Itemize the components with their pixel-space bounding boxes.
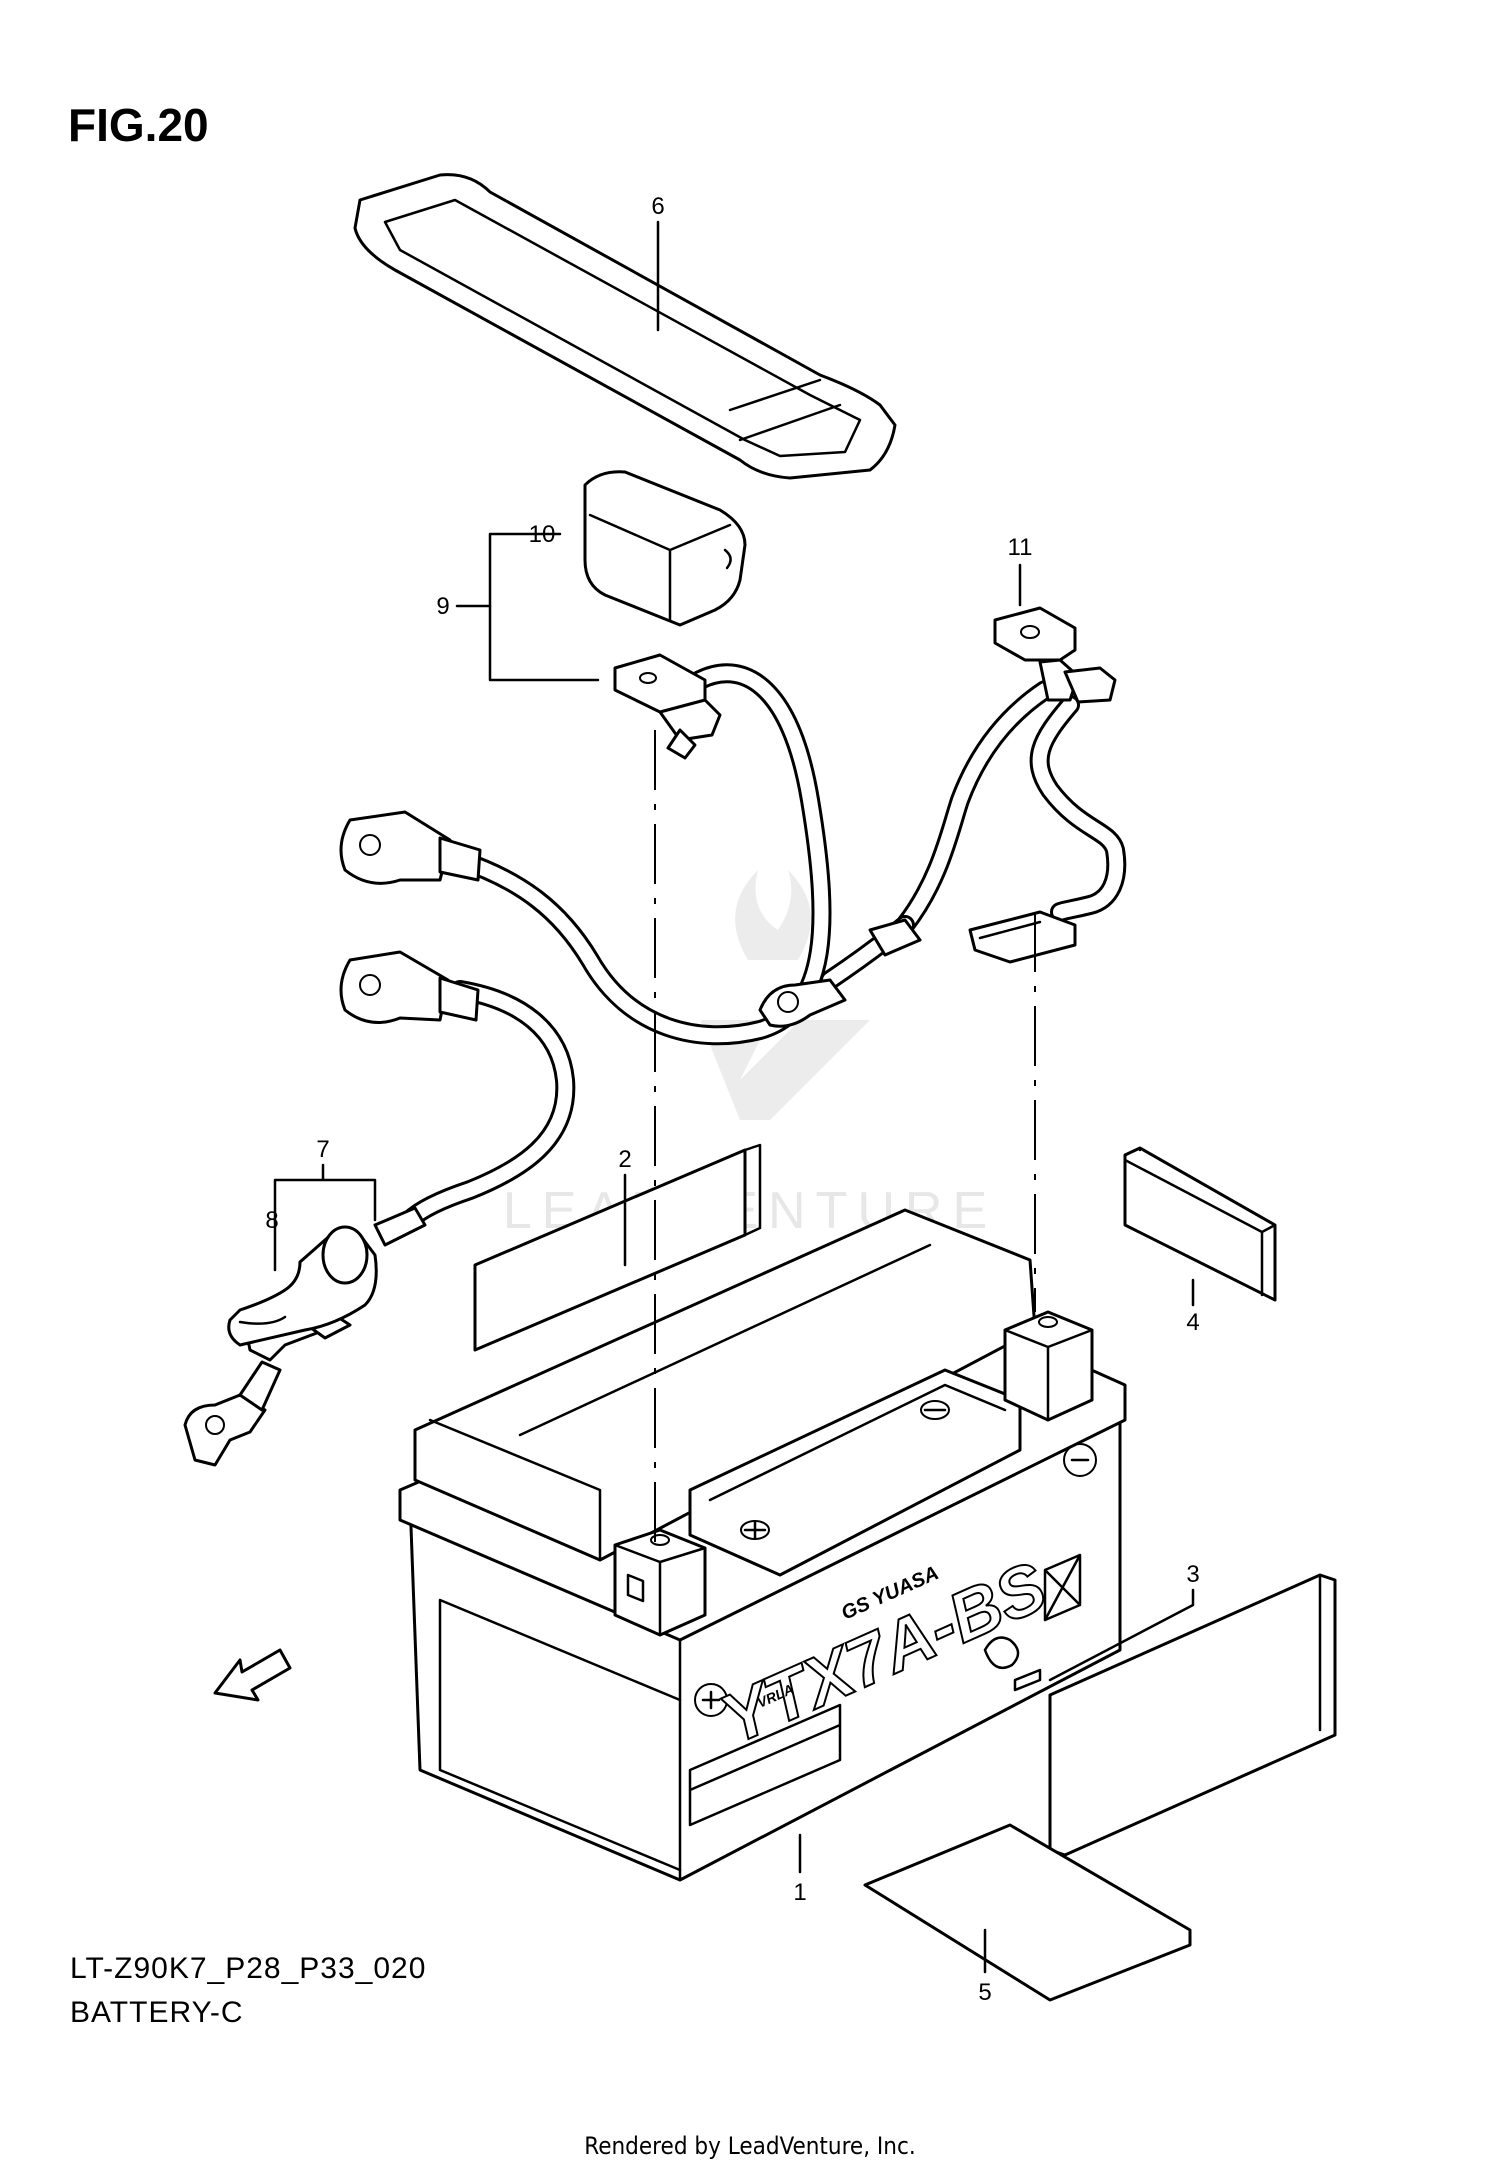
part-5-pad[interactable] <box>863 1823 1192 2002</box>
footer-credit: Rendered by LeadVenture, Inc. <box>584 2132 916 2160</box>
assembly-name: BATTERY-C <box>70 1996 244 2029</box>
callout-11[interactable]: 11 <box>1008 534 1033 561</box>
part-8-terminal-boot[interactable] <box>183 1225 378 1467</box>
callout-4[interactable]: 4 <box>1186 1309 1199 1336</box>
callout-3[interactable]: 3 <box>1186 1561 1199 1588</box>
callout-1[interactable]: 1 <box>793 1879 806 1906</box>
part-10-terminal-cover[interactable] <box>583 470 747 627</box>
fwd-arrow: FWD <box>213 1648 292 1702</box>
callout-7[interactable]: 7 <box>316 1136 329 1163</box>
figure-title: FIG.20 <box>68 99 209 151</box>
callout-2[interactable]: 2 <box>618 1146 631 1173</box>
part-4-spacer[interactable] <box>1123 1146 1277 1302</box>
callout-10[interactable]: 10 <box>529 521 556 548</box>
callout-9[interactable]: 9 <box>436 593 449 620</box>
part-11-lead-wire[interactable] <box>758 606 1127 1028</box>
callout-8[interactable]: 8 <box>265 1207 278 1234</box>
diagram-reference-code: LT-Z90K7_P28_P33_020 <box>70 1952 427 1985</box>
callout-5[interactable]: 5 <box>978 1979 991 2006</box>
callout-leaders <box>273 220 1195 1974</box>
part-6-battery-band[interactable] <box>353 173 897 480</box>
part-2-label[interactable] <box>473 1143 762 1352</box>
callout-6[interactable]: 6 <box>651 193 664 220</box>
callout-numbers: 6 10 9 11 7 8 2 4 3 1 5 <box>265 193 1199 2006</box>
alignment-lines <box>654 730 1036 1545</box>
